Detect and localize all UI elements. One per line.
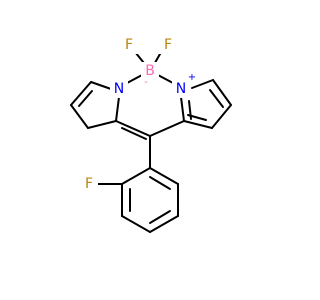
nitrogen-left-label-bg (110, 80, 128, 98)
bond-aryl-3-4 (121, 215, 151, 233)
bond-left-c5-meso (115, 120, 151, 137)
boron-atom-label: B (145, 63, 155, 79)
bond-right-ring-c3-c4 (211, 104, 232, 129)
fluorine-aryl-label-bg (80, 175, 98, 193)
bond-right-ring-c2-c3-inner (209, 89, 224, 108)
bond-right-ring-c4-c5-inner (187, 114, 207, 121)
bonds (70, 46, 232, 233)
nitrogen-right-atom-label: N (176, 81, 186, 97)
boron-label-bg (141, 62, 159, 80)
bond-right-ring-c5-n (180, 96, 185, 122)
bond-left-c5-meso-double (121, 127, 147, 140)
nitrogen-left-atom-label: N (114, 81, 124, 97)
molecule-diagram: B - F F N N + F (70, 36, 232, 233)
fluorine-right-atom-label: F (164, 37, 172, 53)
fluorine-aryl-atom-label: F (85, 176, 93, 192)
bond-left-ring-c4-c5 (87, 120, 117, 129)
bond-left-ring-c2-c3-inner (78, 90, 93, 107)
atom-labels: B - F F N N + F (80, 36, 196, 193)
bond-right-ring-n-c2 (191, 79, 214, 89)
bond-left-ring-c5-n (115, 96, 120, 122)
bond-right-ring-c4-c5 (183, 120, 213, 129)
bond-aryl-1-2 (121, 167, 151, 185)
fluorine-right-label-bg (159, 36, 177, 54)
bond-left-ring-c2-c3 (70, 81, 92, 106)
boron-charge-label: - (144, 77, 148, 88)
bond-right-ring-c2-c3 (212, 79, 232, 106)
bond-left-ring-c3-c4 (70, 104, 89, 129)
bond-aryl-6-1-inner (149, 176, 171, 190)
bond-aryl-6-1 (149, 167, 179, 185)
bond-aryl-4-5 (149, 215, 179, 233)
bond-aryl-4-5-inner (149, 210, 171, 224)
fluorine-left-atom-label: F (125, 37, 133, 53)
nitrogen-right-charge-label: + (188, 72, 196, 83)
bond-left-ring-n-c2 (90, 81, 112, 90)
fluorine-left-label-bg (120, 36, 138, 54)
bond-meso-right-c5 (149, 120, 185, 137)
nitrogen-right-label-bg (172, 80, 190, 98)
